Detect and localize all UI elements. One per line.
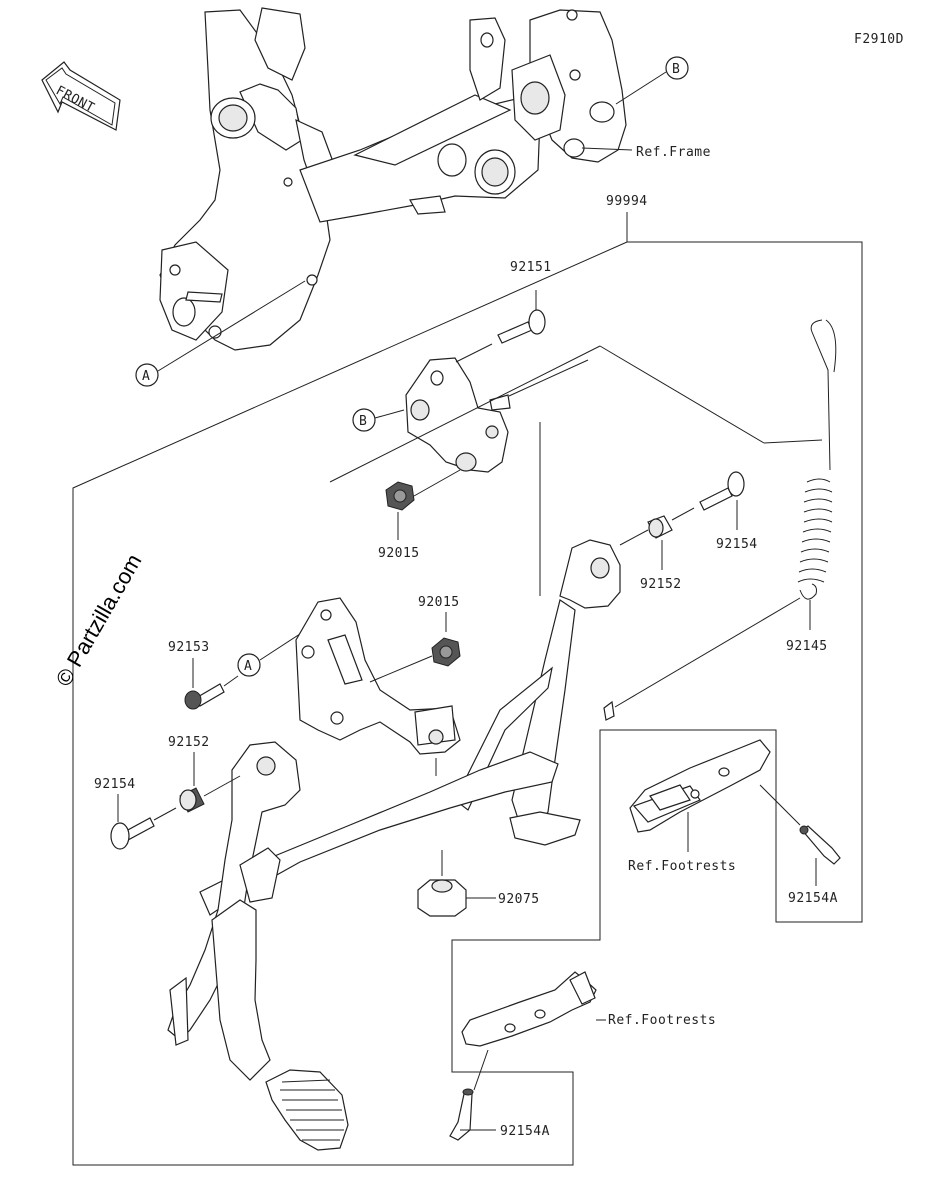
part-92154A-right: 92154A — [788, 891, 838, 906]
spring-92145 — [763, 319, 837, 630]
part-92154-right: 92154 — [716, 537, 758, 552]
callout-a-frame — [135, 363, 159, 387]
ref-footrests-lower-label: Ref.Footrests — [608, 1013, 716, 1028]
main-stand — [167, 539, 621, 1151]
pin-92154A-right — [799, 825, 841, 886]
bolt-92151 — [455, 290, 546, 363]
footrest-right — [629, 739, 801, 852]
footrest-lower — [461, 971, 606, 1091]
spacer-92152-right — [619, 515, 673, 570]
stand-bracket — [295, 597, 461, 755]
callout-a-frame-label: A — [142, 369, 150, 384]
frame-drawing — [159, 7, 627, 351]
part-92152-left: 92152 — [168, 735, 210, 750]
callout-b-top — [665, 56, 689, 80]
ref-frame-label: Ref.Frame — [636, 145, 711, 160]
callout-b-top-label: B — [672, 62, 680, 77]
part-92015-top: 92015 — [378, 546, 420, 561]
part-92152-right: 92152 — [640, 577, 682, 592]
part-92153: 92153 — [168, 640, 210, 655]
callout-a-bracket — [237, 653, 261, 677]
callout-b-bracket-label: B — [359, 414, 367, 429]
bolt-92154-right — [671, 471, 745, 530]
part-92075: 92075 — [498, 892, 540, 907]
part-92015-mid: 92015 — [418, 595, 460, 610]
part-92151: 92151 — [510, 260, 552, 275]
ref-footrests-upper-label: Ref.Footrests — [628, 859, 736, 874]
bolt-92154-left — [110, 794, 177, 850]
front-arrow-icon: FRONT — [41, 61, 121, 131]
callout-a-bracket-label: A — [244, 659, 252, 674]
part-92154-left: 92154 — [94, 777, 136, 792]
upper-bracket — [405, 357, 511, 473]
spacer-92152-left — [179, 752, 241, 813]
nut-92015-mid — [369, 612, 461, 683]
part-92145: 92145 — [786, 639, 828, 654]
watermark: © Partzilla.com — [51, 550, 147, 691]
assembly-outline — [72, 212, 863, 1166]
part-99994: 99994 — [606, 194, 648, 209]
rubber-92075 — [417, 758, 496, 917]
pin-92154A-bottom — [449, 1088, 496, 1141]
nut-92015-top — [385, 469, 461, 540]
callout-b-bracket — [352, 408, 376, 432]
figure-code: F2910D — [854, 32, 904, 47]
bolt-92153 — [184, 658, 239, 710]
part-92154A-bottom: 92154A — [500, 1124, 550, 1139]
